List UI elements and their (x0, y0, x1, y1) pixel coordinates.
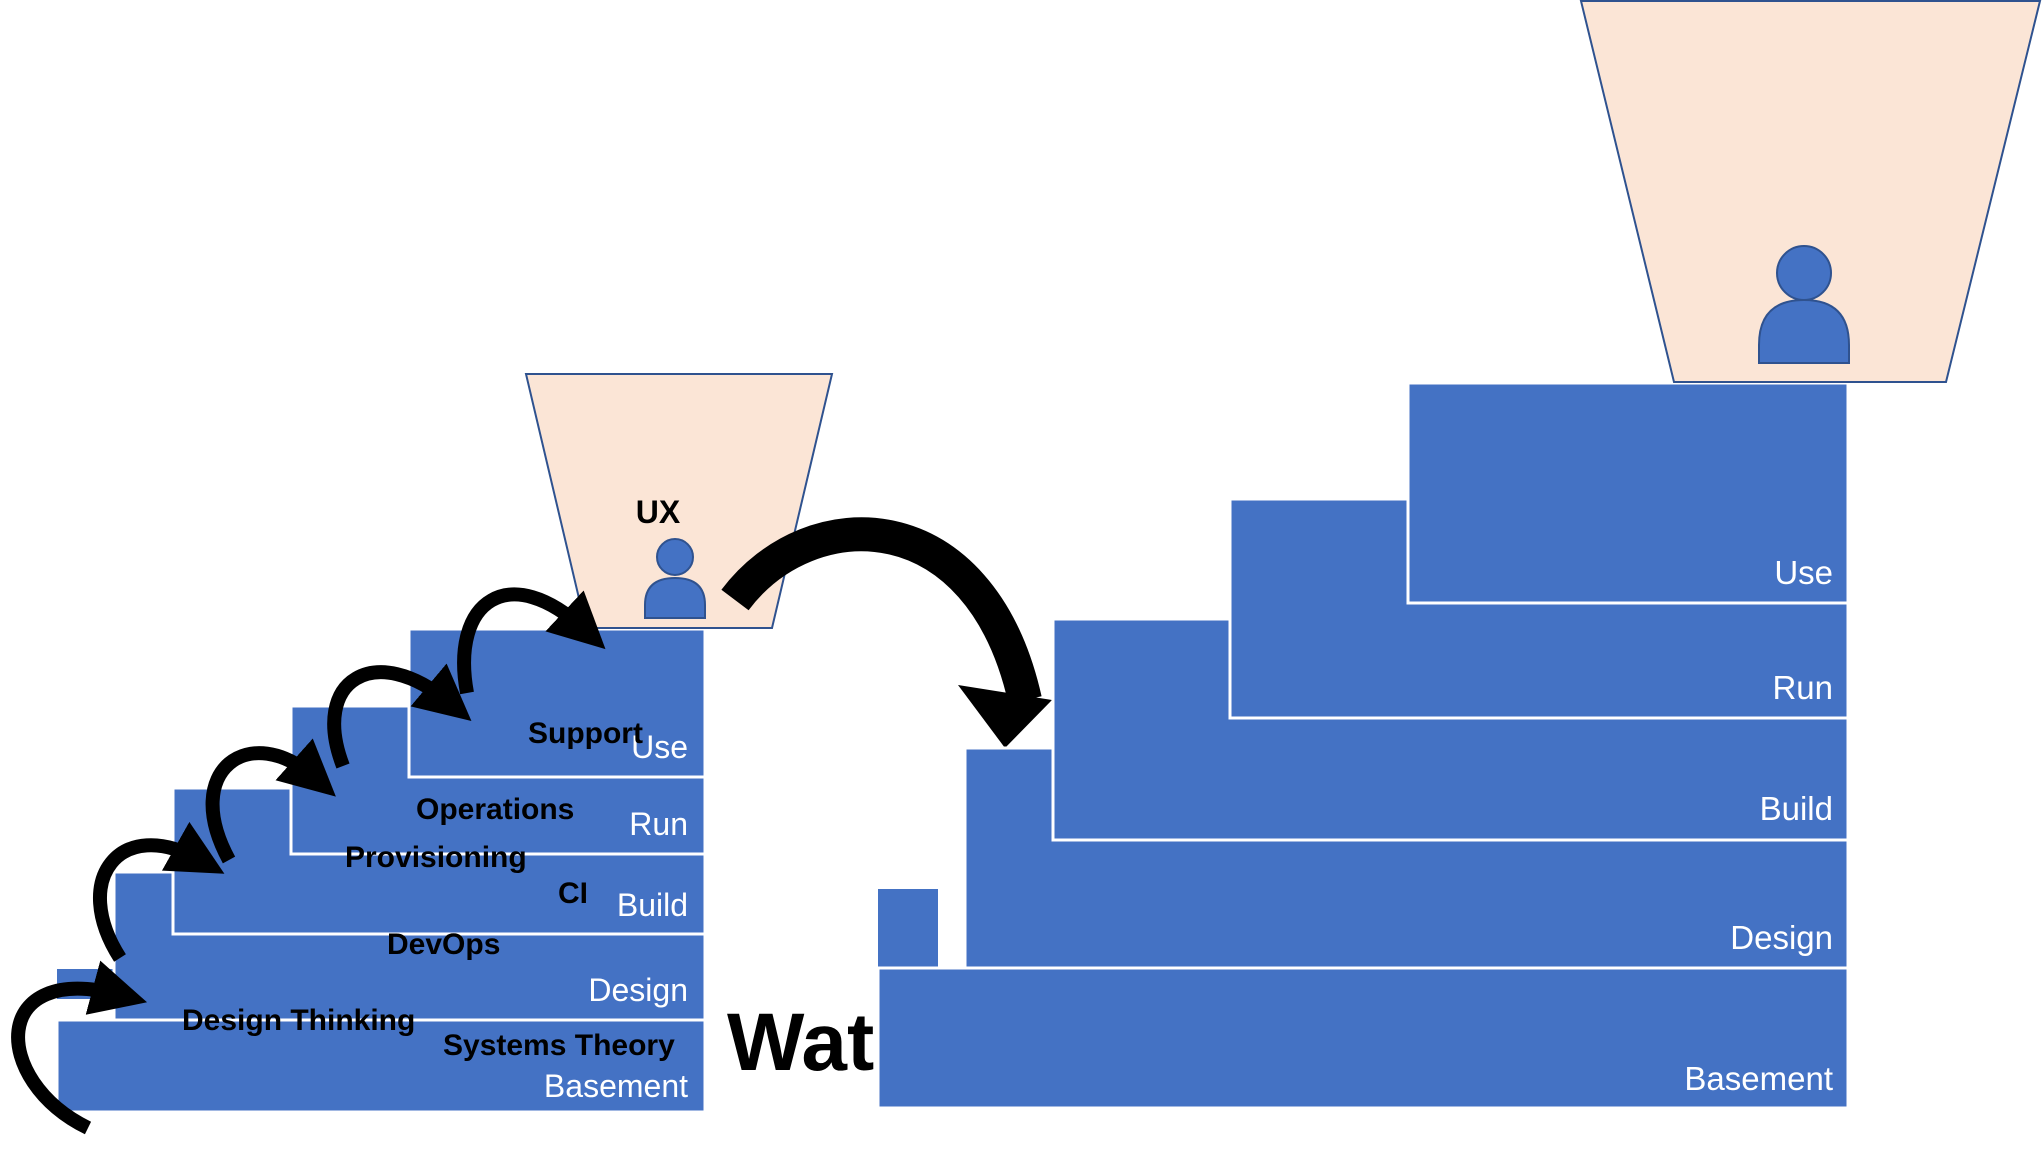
right-level-run: Run (1772, 669, 1833, 706)
practice-provisioning: Provisioning (345, 841, 527, 874)
practice-support: Support (528, 717, 643, 750)
left-level-basement: Basement (544, 1068, 688, 1104)
practice-design-thinking: Design Thinking (182, 1004, 415, 1037)
right-level-build: Build (1760, 790, 1833, 827)
curved-arrow-icon (11, 587, 606, 1135)
practice-operations: Operations (416, 793, 574, 826)
large-curved-arrow-icon (721, 517, 1052, 748)
left-level-use: Use (631, 729, 688, 765)
left-level-design: Design (588, 972, 688, 1008)
left-level-build: Build (617, 887, 688, 923)
left-step-basement (55, 1018, 707, 1114)
right-level-basement: Basement (1684, 1060, 1833, 1097)
person-icon (644, 538, 706, 619)
left-level-run: Run (629, 806, 688, 842)
right-level-use: Use (1774, 554, 1833, 591)
right-ux-funnel (1579, 0, 2042, 383)
right-step-use (1406, 381, 1850, 605)
right-level-design: Design (1730, 919, 1833, 956)
practice-systems-theory: Systems Theory (443, 1029, 675, 1062)
practice-devops: DevOps (387, 928, 500, 961)
practice-ci: CI (558, 877, 588, 910)
left-staircase: Basement Design Build Run Use Systems Th… (11, 373, 834, 1135)
right-staircase: Basement Design Build Run Use (876, 0, 2042, 1110)
person-icon (1758, 245, 1850, 364)
right-step-basement (876, 966, 1850, 1110)
ux-label: UX (636, 494, 681, 530)
